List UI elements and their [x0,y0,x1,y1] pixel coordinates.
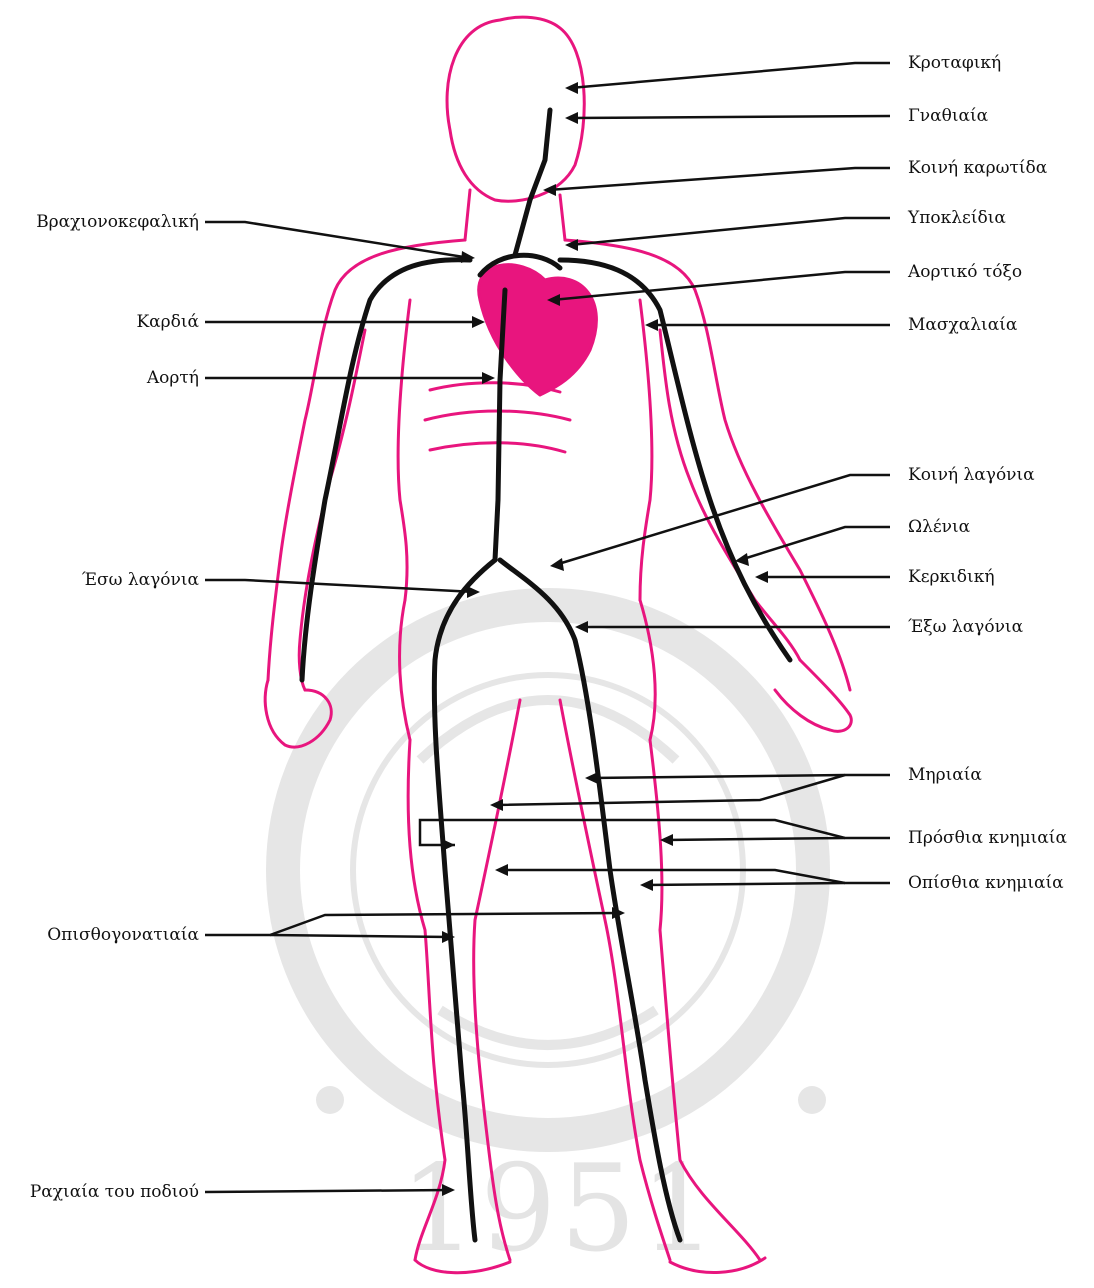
watermark-digit: 1 [640,1140,716,1279]
label-koini-lagonia: Κοινή λαγόνια [908,465,1035,485]
label-raxiaia-podiou: Ραχιαία του ποδιού [30,1182,199,1202]
label-kardia: Καρδιά [136,312,199,332]
label-koini-karotida: Κοινή καρωτίδα [908,158,1047,178]
label-opisthogonatiaia: Οπισθογονατιαία [47,925,199,945]
label-eso-lagonia: Έσω λαγόνια [82,570,199,590]
label-aortiko-toxo: Αορτικό τόξο [908,262,1022,282]
body-outline [265,17,851,1273]
label-gnathiaia: Γναθιαία [908,106,988,126]
label-opisthia-knimiaia: Οπίσθια κνημιαία [908,873,1064,893]
label-krotafiki: Κροταφική [908,53,1001,73]
watermark-digit: 1 [400,1140,476,1279]
watermark-digit: 5 [560,1140,636,1279]
label-olenia: Ωλένια [908,517,970,537]
label-prosthia-knimiaia: Πρόσθια κνημιαία [908,828,1067,848]
label-vraxionokefaliki: Βραχιονοκεφαλική [36,212,199,232]
label-exo-lagonia: Έξω λαγόνια [908,617,1023,637]
label-ypokleidia: Υποκλείδια [908,208,1006,228]
label-aorti: Αορτή [147,368,199,388]
label-mhriaia: Μηριαία [908,765,982,785]
leader-arrowheads [442,82,768,1196]
label-kerkidiki: Κερκιδική [908,567,995,587]
label-masxaliaia: Μασχαλιαία [908,315,1017,335]
